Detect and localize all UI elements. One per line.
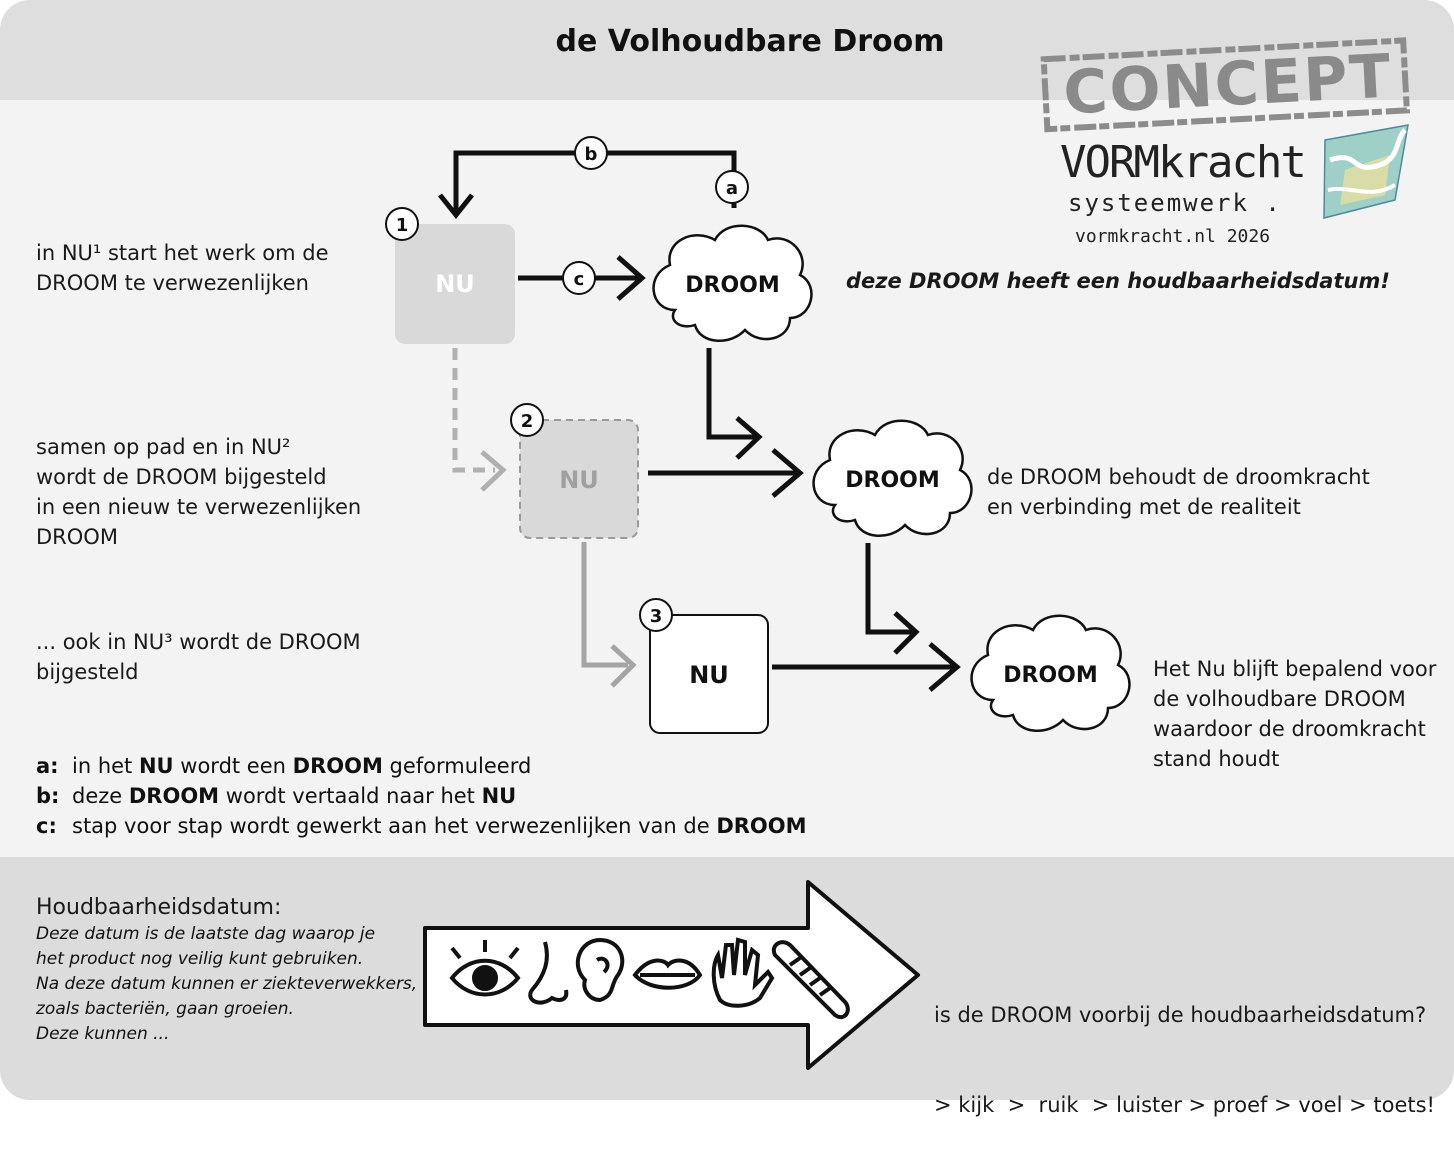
brand-tagline: systeemwerk . [1068,189,1282,217]
definition-line: Na deze datum kunnen er ziekteverwekkers… [36,974,418,994]
step-number-1: 1 [385,207,419,241]
cloud-2-note-line: de DROOM behoudt de droomkracht [987,465,1370,489]
concept-stamp [1040,37,1410,133]
legend-emph: DROOM [716,814,807,838]
definition-line: Deze kunnen ... [36,1024,170,1044]
arrow-nu1-nu2 [452,348,507,492]
arrow-droom2-droom3 [865,543,920,655]
legend-row-a: a: in het NU wordt een DROOM geformuleerd [36,751,531,781]
legend-row-c: c: stap voor stap wordt gewerkt aan het v… [36,811,807,841]
brand-name-part1: VORM [1060,137,1160,188]
step-1-line: DROOM te verwezenlijken [36,271,309,295]
cloud-3 [970,614,1131,732]
cloud-3-note: Het Nu blijft bepalend voor de volhoudba… [1153,654,1436,774]
legend-emph: DROOM [292,754,383,778]
cloud-3-label: DROOM [1003,663,1098,688]
legend-text: in het [72,754,139,778]
cloud-3-note-line: stand houdt [1153,747,1280,771]
cloud-3-note-line: de volhoudbare DROOM [1153,687,1406,711]
cloud-1 [652,224,813,342]
cloud-3-note-line: waardoor de droomkracht [1153,717,1426,741]
thermometer-icon [771,940,850,1020]
ear-icon [575,937,625,1003]
brand-name: VORMkracht [1060,137,1307,188]
step-2-line: samen op pad en in NU² [36,435,291,459]
map-logo-icon [1323,124,1409,219]
footer-question: is de DROOM voorbij de houdbaarheidsdatu… [934,1003,1427,1027]
brand-name-part2: kracht [1157,137,1307,188]
footer-definition: Deze datum is de laatste dag waarop je h… [36,922,417,1047]
step-3-line: ... ook in NU³ wordt de DROOM [36,630,361,654]
definition-line: het product nog veilig kunt gebruiken. [36,949,364,969]
footer-heading: Houdbaarheidsdatum: [36,895,282,920]
footer-question-block: is de DROOM voorbij de houdbaarheidsdatu… [934,940,1435,1150]
marker-a: a [715,170,749,204]
definition-line: zoals bacteriën, gaan groeien. [36,999,294,1019]
step-1-description: in NU¹ start het werk om de DROOM te ver… [36,238,329,298]
nu-box-1-label: NU [435,270,475,298]
nu-box-2 [519,419,639,539]
nose-icon [528,941,569,1005]
eye-icon [449,940,521,997]
cloud-2-note: de DROOM behoudt de droomkracht en verbi… [987,462,1370,522]
cloud-3-note-line: Het Nu blijft bepalend voor [1153,657,1437,681]
nu-box-3 [649,614,769,734]
legend-text: geformuleerd [382,754,532,778]
arrow-droom1-droom2 [706,348,763,460]
step-3-description: ... ook in NU³ wordt de DROOM bijgesteld [36,627,361,687]
legend-key: a: [36,754,59,778]
cloud-2 [812,419,973,537]
page-title: de Volhoudbare Droom [555,24,945,59]
step-number-3: 3 [639,598,673,632]
arrow-nu3-droom3 [772,642,961,692]
legend-text: wordt vertaald naar het [219,784,482,808]
step-2-line: wordt de DROOM bijgesteld [36,465,327,489]
legend-key: b: [36,784,60,808]
cloud-2-label: DROOM [845,468,940,493]
step-number-2: 2 [510,403,544,437]
step-2-line: in een nieuw te verwezenlijken [36,495,362,519]
legend-key: c: [36,814,57,838]
hand-icon [711,937,775,1008]
nu-box-1 [395,224,515,344]
marker-c: c [562,261,596,295]
arrow-nu2-droom2 [648,448,804,498]
step-2-description: samen op pad en in NU² wordt de DROOM bi… [36,432,361,552]
legend-emph: DROOM [128,784,220,808]
step-1-line: in NU¹ start het werk om de [36,241,329,265]
cloud-2-note-line: en verbinding met de realiteit [987,495,1301,519]
marker-b: b [574,136,608,170]
footer-actions: > kijk > ruik > luister > proef > voel >… [934,1093,1435,1117]
legend-row-b: b: deze DROOM wordt vertaald naar het NU [36,781,516,811]
definition-line: Deze datum is de laatste dag waarop je [36,924,376,944]
legend-emph: NU [138,754,174,778]
step-3-line: bijgesteld [36,660,139,684]
cloud-1-label: DROOM [685,273,780,298]
legend-text: deze [72,784,129,808]
legend-text: wordt een [173,754,293,778]
nu-box-3-label: NU [689,661,729,689]
step-2-line: DROOM [36,525,118,549]
legend-text: stap voor stap wordt gewerkt aan het ver… [72,814,717,838]
cloud-1-note: deze DROOM heeft een houdbaarheidsdatum! [846,269,1390,293]
arrow-nu2-nu3 [581,542,637,688]
lips-icon [632,958,703,990]
legend-emph: NU [481,784,517,808]
brand-url: vormkracht.nl 2026 [1075,226,1271,247]
nu-box-2-label: NU [559,466,599,494]
